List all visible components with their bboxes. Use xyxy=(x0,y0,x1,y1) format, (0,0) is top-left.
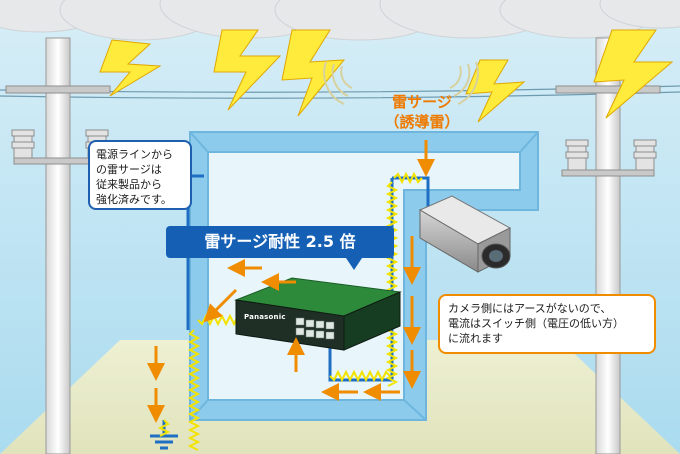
callout-line: カメラ側にはアースがないので、 xyxy=(448,302,612,315)
surge-title: 雷サージ （誘導雷） xyxy=(372,92,472,132)
camera-side-callout: カメラ側にはアースがないので、 電流はスイッチ側（電圧の低い方） に流れます xyxy=(438,294,656,354)
callout-line: 電流はスイッチ側（電圧の低い方） xyxy=(448,317,624,330)
callout-line: に流れます xyxy=(448,332,503,345)
surge-title-line: （誘導雷） xyxy=(384,113,460,131)
ground-zigzag xyxy=(157,419,171,437)
callout-line: の雷サージは xyxy=(96,163,162,176)
surge-waves xyxy=(323,61,479,105)
current-arrow-icon xyxy=(147,140,435,423)
utility-pole-icon xyxy=(5,37,111,454)
power-line-surge-callout: 電源ラインから の雷サージは 従来製品から 強化済みです。 xyxy=(88,140,192,210)
network-camera-icon xyxy=(418,195,512,273)
utility-pole-icon xyxy=(555,37,661,454)
switch-brand-label: Panasonic xyxy=(244,313,286,321)
callout-line: 電源ラインから xyxy=(96,148,173,161)
storm-clouds xyxy=(0,0,680,41)
callout-line: 強化済みです。 xyxy=(96,193,172,206)
surge-title-line: 雷サージ xyxy=(392,93,452,111)
lightning-bolt-icon xyxy=(99,29,674,123)
callout-line: 従来製品から xyxy=(96,178,162,191)
surge-rating-banner: 雷サージ耐性 2.5 倍 xyxy=(166,226,394,270)
